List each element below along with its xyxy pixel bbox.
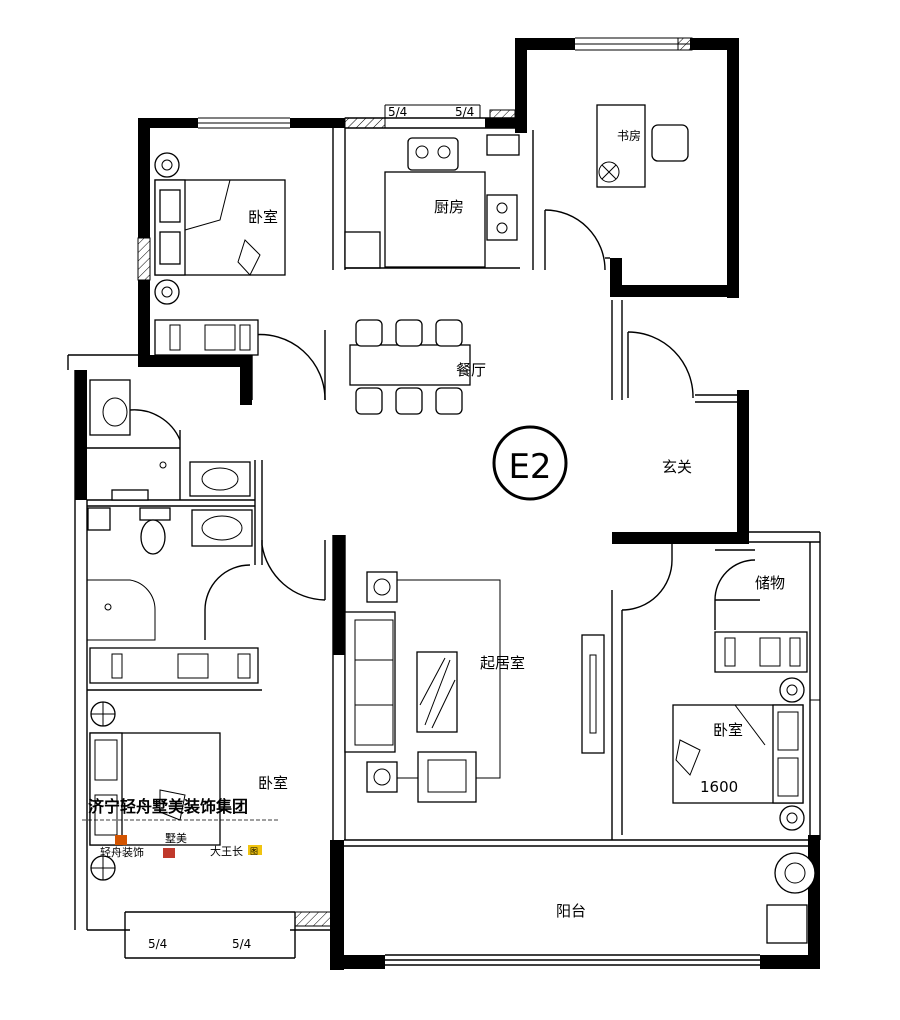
room-label-study: 书房 bbox=[617, 128, 641, 143]
unit-badge: E2 bbox=[492, 425, 568, 501]
window-mark-bottom-a: 5/4 bbox=[148, 937, 167, 951]
dining-furniture: 餐厅 bbox=[349, 319, 486, 415]
bedroom-se-furniture: 卧室 1600 储物 bbox=[672, 574, 808, 831]
bedroom-nw-furniture: 卧室 bbox=[154, 152, 286, 356]
room-label-bedroom-nw: 卧室 bbox=[248, 208, 278, 226]
room-label-storage: 储物 bbox=[755, 574, 785, 592]
room-label-living: 起居室 bbox=[480, 654, 525, 672]
watermark-brand-b: 墅美 bbox=[165, 832, 187, 845]
window-mark-top-b: 5/4 bbox=[455, 105, 474, 119]
watermark: 济宁轻舟墅美装饰集团 轻舟装饰 墅美 大王长 图 bbox=[82, 797, 280, 859]
doors bbox=[129, 209, 760, 640]
walls bbox=[67, 38, 821, 970]
watermark-badge: 图 bbox=[250, 847, 258, 856]
living-furniture: 起居室 bbox=[344, 571, 605, 803]
watermark-company: 济宁轻舟墅美装饰集团 bbox=[88, 797, 248, 816]
bedroom-sw-furniture: 卧室 bbox=[89, 701, 288, 881]
room-label-kitchen: 厨房 bbox=[434, 198, 464, 216]
room-label-balcony: 阳台 bbox=[556, 902, 586, 920]
watermark-brand-c: 大王长 bbox=[210, 844, 243, 858]
balcony-fixtures: 阳台 bbox=[556, 852, 816, 944]
kitchen-fixtures: 厨房 bbox=[344, 134, 520, 269]
window-mark-top-a: 5/4 bbox=[388, 105, 407, 119]
room-label-bedroom-se: 卧室 bbox=[713, 721, 743, 739]
room-label-foyer: 玄关 bbox=[662, 458, 692, 476]
watermark-brand-a: 轻舟装饰 bbox=[100, 845, 144, 859]
study-furniture: 书房 bbox=[596, 104, 689, 188]
bed-size-label: 1600 bbox=[700, 778, 738, 796]
unit-label: E2 bbox=[508, 447, 551, 487]
room-label-dining: 餐厅 bbox=[456, 361, 486, 379]
window-mark-bottom-b: 5/4 bbox=[232, 937, 251, 951]
room-label-bedroom-sw: 卧室 bbox=[258, 774, 288, 792]
windows: 5/4 5/4 5/4 5/4 bbox=[137, 37, 820, 951]
bathroom-fixtures bbox=[87, 379, 259, 684]
